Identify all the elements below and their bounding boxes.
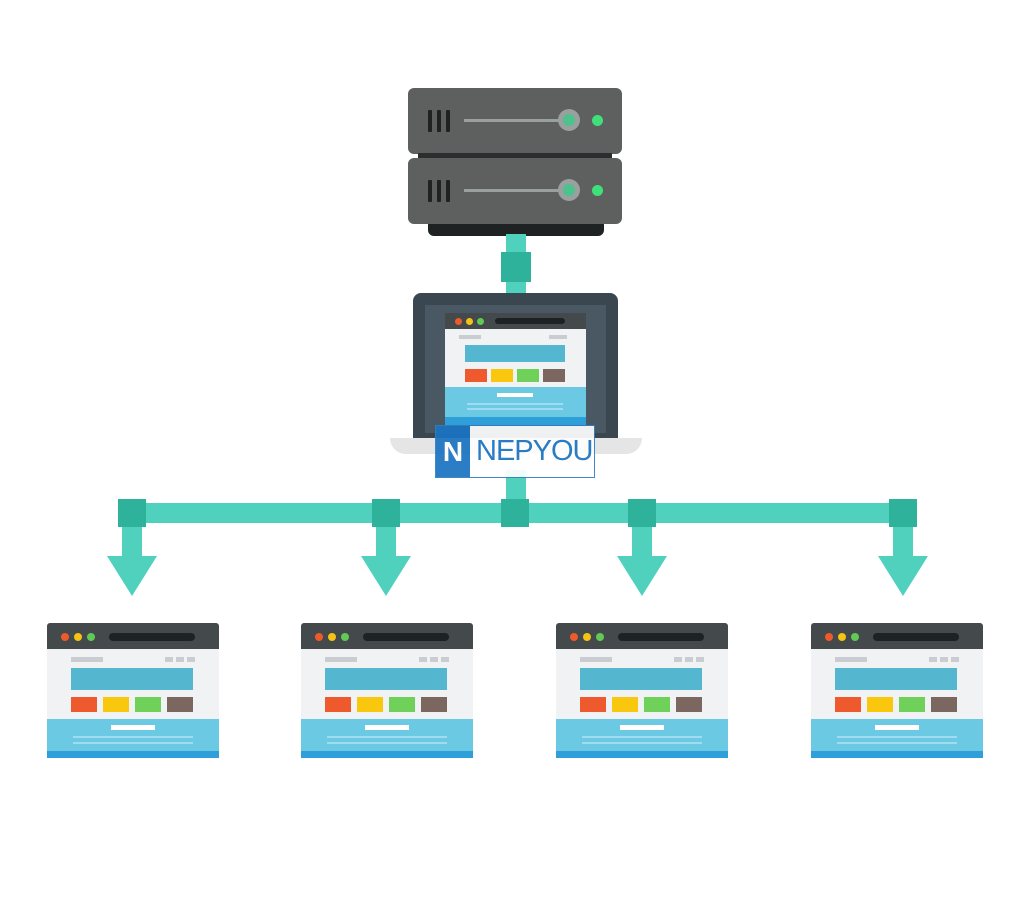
- arrow-down-icon: [107, 556, 157, 596]
- logo-text: NEPYOU: [476, 435, 593, 467]
- server-unit-top: [408, 88, 622, 154]
- browser-window-icon: [811, 623, 983, 758]
- nepyou-logo: N NEPYOU: [435, 425, 595, 478]
- arrow-down-icon: [878, 556, 928, 596]
- arrow-down-icon: [617, 556, 667, 596]
- arrow-down-icon: [361, 556, 411, 596]
- server-unit-bottom: [408, 158, 622, 224]
- browser-window-icon: [47, 623, 219, 758]
- laptop-browser-window: [445, 313, 586, 425]
- logo-mark: N: [436, 426, 470, 477]
- server-connector-joint: [501, 252, 531, 282]
- browser-window-icon: [556, 623, 728, 758]
- browser-window-icon: [301, 623, 473, 758]
- bus-joint-center: [501, 499, 529, 527]
